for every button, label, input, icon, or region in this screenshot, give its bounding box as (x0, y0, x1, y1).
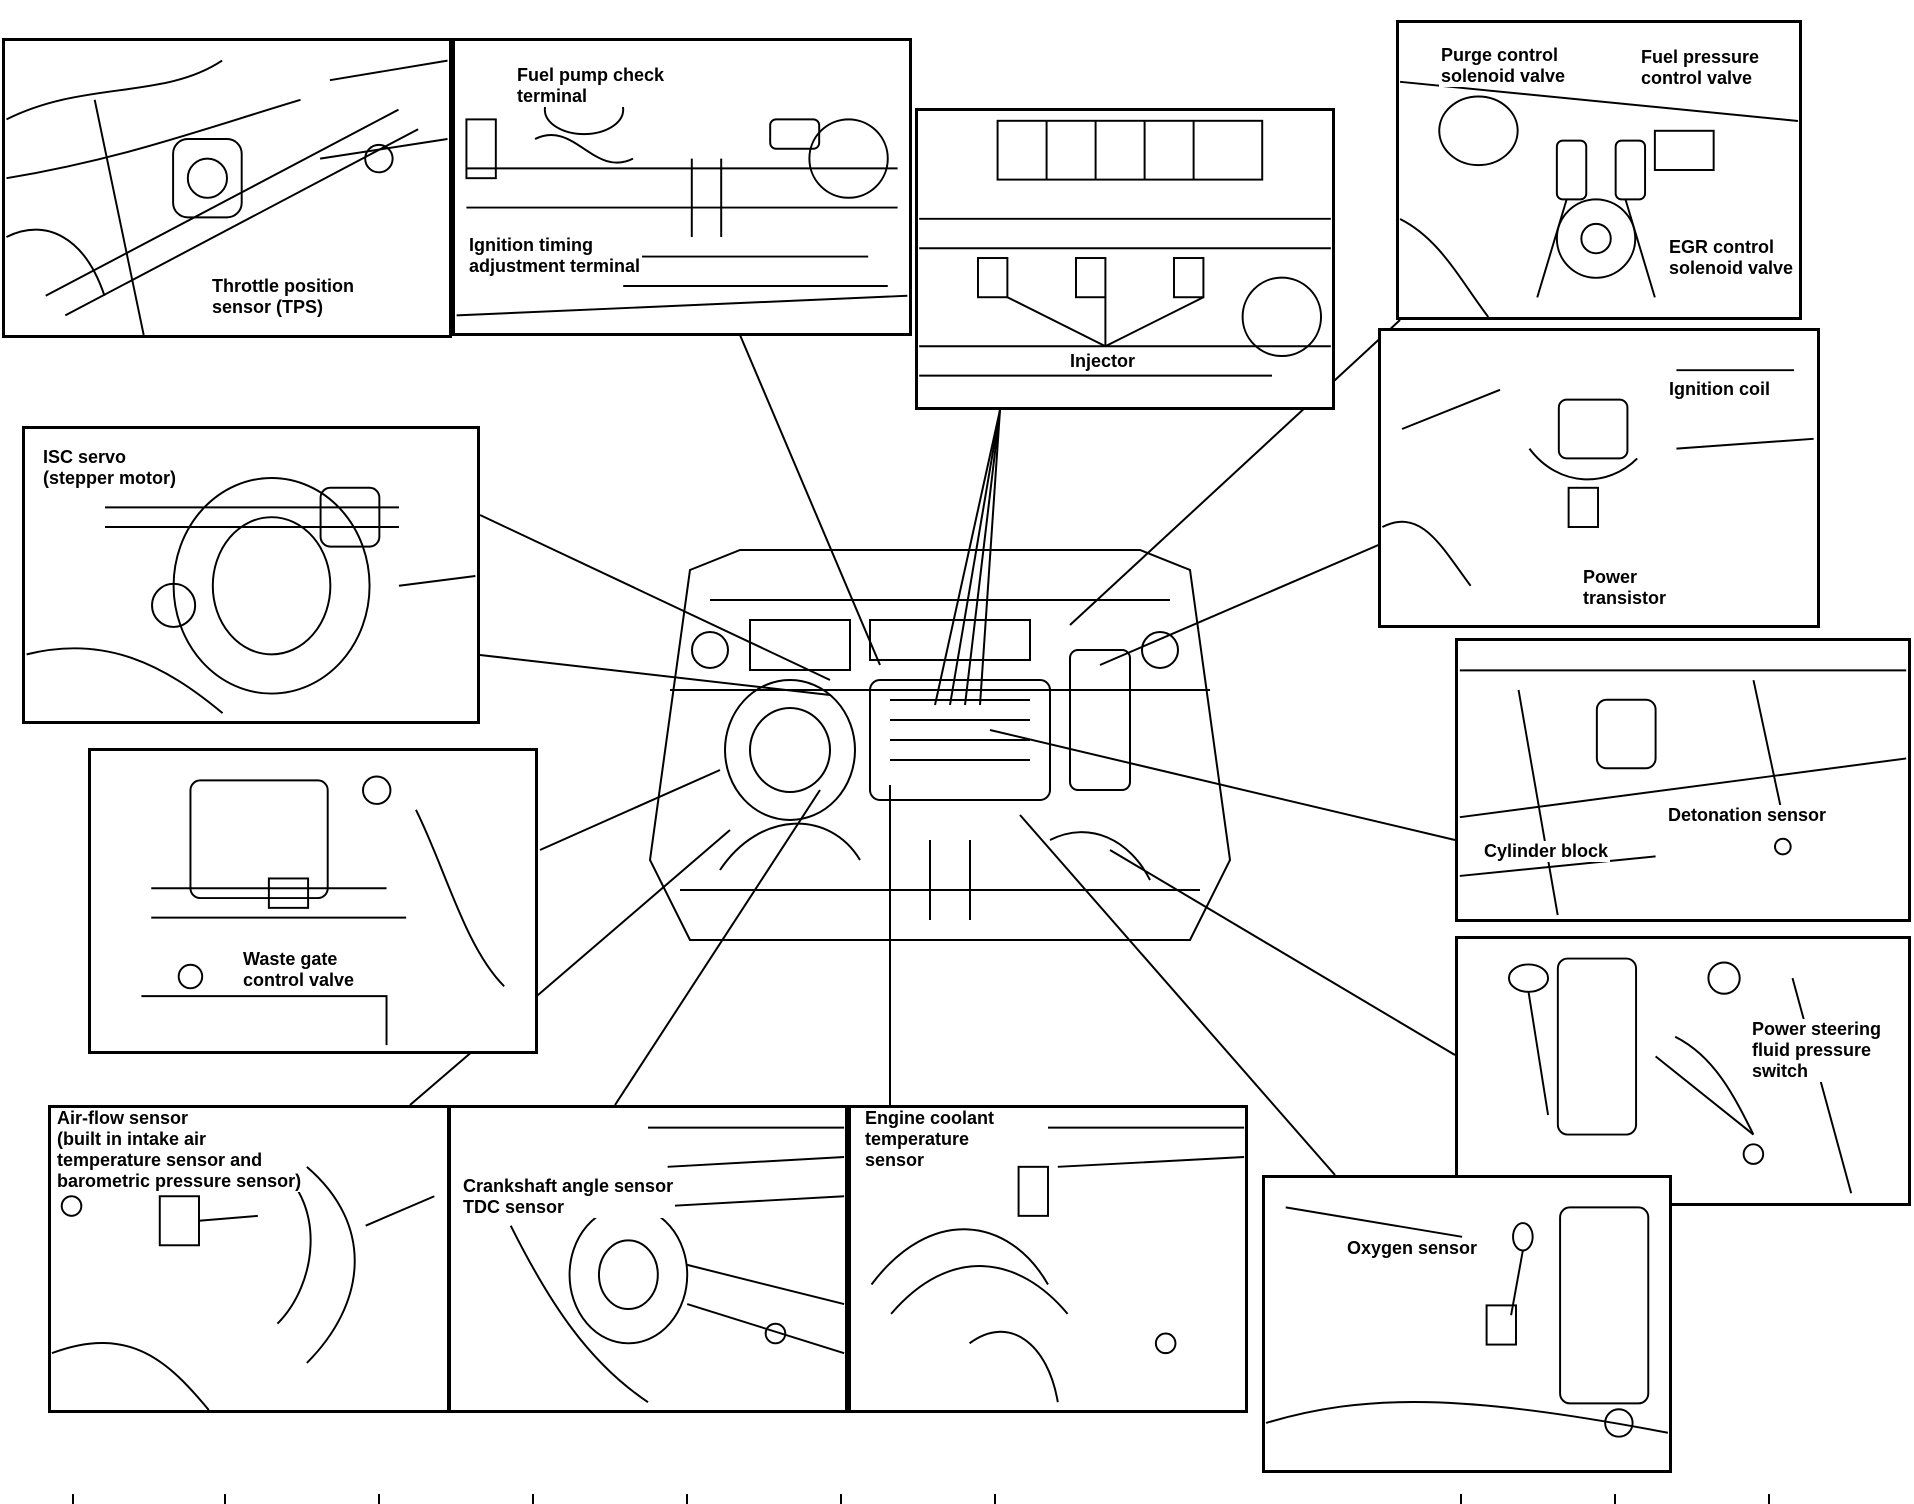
crankshaft-sensor-sketch (509, 1126, 845, 1403)
bottom-tick-mark (994, 1494, 996, 1504)
label-ignition-coil: Ignition coil (1667, 379, 1772, 400)
bottom-tick-mark (1460, 1494, 1462, 1504)
label-ignition-timing-terminal: Ignition timing adjustment terminal (467, 235, 643, 277)
waste-gate-sketch (141, 775, 505, 1046)
label-injector: Injector (1068, 351, 1138, 372)
panel-oxygen-sensor: Oxygen sensor (1262, 1175, 1672, 1473)
panel-crankshaft-angle-sensor: Crankshaft angle sensor TDC sensor (448, 1105, 848, 1413)
bottom-tick-mark (378, 1494, 380, 1504)
panel-isc-servo: ISC servo (stepper motor) (22, 426, 480, 724)
label-oxygen-sensor: Oxygen sensor (1345, 1238, 1480, 1259)
bottom-tick-mark (1614, 1494, 1616, 1504)
throttle-body-sketch (6, 59, 448, 335)
label-fuel-pressure-control-valve: Fuel pressure control valve (1639, 47, 1762, 89)
air-flow-sensor-sketch (51, 1166, 435, 1410)
label-cylinder-block: Cylinder block (1482, 841, 1611, 862)
bottom-tick-mark (686, 1494, 688, 1504)
panel-detonation-sensor: Detonation sensor Cylinder block (1455, 638, 1911, 922)
label-crankshaft-angle-sensor: Crankshaft angle sensor TDC sensor (461, 1176, 676, 1218)
fuel-pump-terminal-sketch (456, 84, 908, 317)
oxygen-sensor-sketch (1265, 1206, 1669, 1438)
label-isc-servo: ISC servo (stepper motor) (41, 447, 179, 489)
label-purge-control-solenoid-valve: Purge control solenoid valve (1439, 45, 1568, 87)
label-engine-coolant-temperature-sensor: Engine coolant temperature sensor (863, 1108, 997, 1171)
panel-power-steering-switch: Power steering fluid pressure switch (1455, 936, 1911, 1206)
engine-compartment-overview (648, 549, 1232, 941)
panel-waste-gate: Waste gate control valve (88, 748, 538, 1054)
bottom-tick-mark (840, 1494, 842, 1504)
panel-fuel-pump-ignition-timing: Fuel pump check terminal Ignition timing… (452, 38, 912, 336)
label-power-transistor: Power transistor (1581, 567, 1669, 609)
coolant-sensor-sketch (870, 1126, 1245, 1403)
label-waste-gate-control-valve: Waste gate control valve (241, 949, 357, 991)
label-power-steering-switch: Power steering fluid pressure switch (1750, 1019, 1884, 1082)
bottom-tick-mark (224, 1494, 226, 1504)
label-throttle-position-sensor: Throttle position sensor (TPS) (210, 276, 356, 318)
injector-rail-sketch (919, 119, 1331, 377)
panel-solenoid-valves: Purge control solenoid valve Fuel pressu… (1396, 20, 1802, 320)
detonation-sensor-sketch (1459, 669, 1907, 916)
solenoid-valves-sketch (1399, 80, 1799, 317)
bottom-tick-mark (72, 1494, 74, 1504)
bottom-tick-mark (532, 1494, 534, 1504)
label-detonation-sensor: Detonation sensor (1666, 805, 1829, 826)
panel-coolant-temperature-sensor: Engine coolant temperature sensor (848, 1105, 1248, 1413)
panel-ignition-coil: Ignition coil Power transistor (1378, 328, 1820, 628)
isc-servo-sketch (26, 477, 476, 714)
label-air-flow-sensor: Air-flow sensor (built in intake air tem… (55, 1108, 304, 1192)
ignition-coil-sketch (1381, 369, 1814, 587)
panel-injector: Injector (915, 108, 1335, 410)
power-steering-sketch (1507, 957, 1853, 1194)
panel-air-flow-sensor: Air-flow sensor (built in intake air tem… (48, 1105, 450, 1413)
bottom-tick-mark (1768, 1494, 1770, 1504)
label-egr-control-solenoid-valve: EGR control solenoid valve (1667, 237, 1796, 279)
panel-throttle-position-sensor: Throttle position sensor (TPS) (2, 38, 452, 338)
label-fuel-pump-check-terminal: Fuel pump check terminal (515, 65, 667, 107)
